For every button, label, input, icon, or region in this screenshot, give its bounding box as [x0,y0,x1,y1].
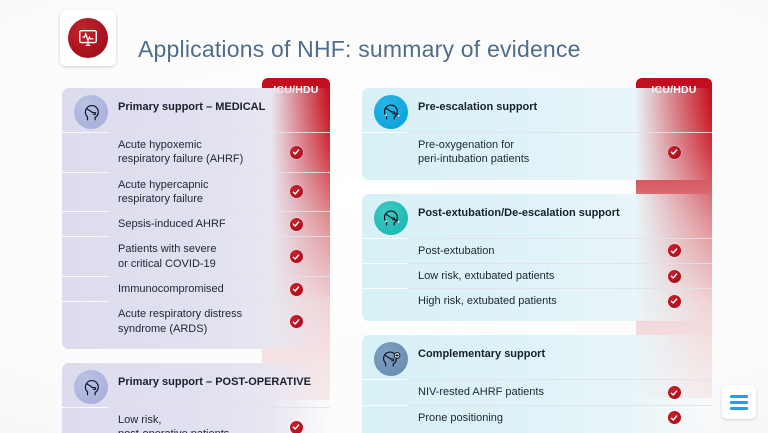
row-label: Acute hypoxemic respiratory failure (AHR… [118,139,244,166]
table-row: Acute respiratory distress syndrome (ARD… [62,301,330,341]
row-icu-hdu-cell [262,212,330,236]
card-title: Complementary support [418,348,546,361]
row-icu-hdu-cell [262,173,330,212]
check-circle-icon [667,244,681,258]
row-label: Pre-oxygenation for peri-intubation pati… [418,139,530,166]
row-label: Acute respiratory distress syndrome (ARD… [118,308,243,335]
head-profile-icon [74,95,108,129]
table-row: Pre-oxygenation for peri-intubation pati… [362,132,712,172]
card-title: Primary support – POST-OPERATIVE [118,375,311,388]
card-header: Primary support – MEDICAL [62,95,330,132]
card-header: Post-extubation/De-escalation support [362,200,712,238]
row-icu-hdu-cell [262,237,330,276]
table-row: Acute hypercapnic respiratory failure [62,171,330,212]
check-circle-icon [289,420,303,433]
table-row: High risk, extubated patients [362,288,712,313]
ecg-monitor-icon [68,18,108,58]
card-pre-escalation-support: Pre-escalation support Pre-oxygenation f… [362,88,712,180]
hamburger-menu-button[interactable] [722,385,756,419]
table-row: Prone positioning [362,404,712,430]
right-column: Pre-escalation support Pre-oxygenation f… [362,88,712,433]
row-label: Post-extubation [418,244,495,257]
card-title: Post-extubation/De-escalation support [418,206,620,219]
row-label: NIV-rested AHRF patients [418,386,544,399]
head-profile-cannula-icon [374,200,408,235]
left-column: Primary support – MEDICAL Acute hypoxemi… [62,88,330,433]
table-row: Low risk, extubated patients [362,262,712,288]
card-header: Complementary support [362,342,712,379]
check-circle-icon [667,386,681,400]
card-title: Pre-escalation support [418,101,538,113]
row-label: Patients with severe or critical COVID-1… [118,243,217,270]
row-icu-hdu-cell [636,406,712,430]
table-row: Low risk, post-operative patients [62,406,330,433]
check-circle-icon [289,217,303,231]
row-label: Sepsis-induced AHRF [118,218,226,231]
row-icu-hdu-cell [262,277,330,301]
check-circle-icon [289,145,303,159]
check-circle-icon [289,250,303,264]
row-icu-hdu-cell [262,408,330,433]
table-row: Patients with severe or critical COVID-1… [62,236,330,276]
table-row: Acute hypoxemic respiratory failure (AHR… [62,132,330,172]
hamburger-bar [730,406,748,410]
row-label: Immunocompromised [118,283,224,296]
hamburger-bar [730,400,748,404]
card-post-extubation-de-escalation-support: Post-extubation/De-escalation support Po… [362,193,712,322]
check-circle-icon [667,411,681,425]
brand-logo [60,10,116,66]
check-circle-icon [667,145,681,159]
row-label: High risk, extubated patients [418,295,557,308]
row-icu-hdu-cell [636,133,712,172]
check-circle-icon [289,185,303,199]
card-header: Primary support – POST-OPERATIVE [62,369,330,407]
table-row: Post-extubation [362,237,712,263]
check-circle-icon [289,315,303,329]
check-circle-icon [289,282,303,296]
table-row: Immunocompromised [62,276,330,301]
row-icu-hdu-cell [636,289,712,313]
row-label: Low risk, post-operative patients [118,413,229,433]
page-title: Applications of NHF: summary of evidence [138,36,581,62]
row-label: Acute hypercapnic respiratory failure [118,178,209,205]
table-row: NIV-rested AHRF patients [362,379,712,404]
head-profile-cannula-icon [374,95,408,129]
card-header: Pre-escalation support [362,95,712,132]
table-row: Sepsis-induced AHRF [62,211,330,236]
head-profile-icon [74,369,108,404]
hamburger-bar [730,394,748,398]
row-label: Low risk, extubated patients [418,269,555,282]
row-icu-hdu-cell [262,302,330,341]
row-icu-hdu-cell [636,264,712,288]
card-primary-support-medical: Primary support – MEDICAL Acute hypoxemi… [62,88,330,349]
card-complementary-support: Complementary support NIV-rested AHRF pa… [362,335,712,433]
row-label: Prone positioning [418,411,504,424]
row-icu-hdu-cell [636,380,712,404]
check-circle-icon [667,269,681,283]
row-icu-hdu-cell [262,133,330,172]
head-profile-plus-icon [374,342,408,377]
card-title: Primary support – MEDICAL [118,101,266,113]
card-primary-support-post-operative: Primary support – POST-OPERATIVE Low ris… [62,362,330,433]
row-icu-hdu-cell [636,239,712,263]
check-circle-icon [667,294,681,308]
